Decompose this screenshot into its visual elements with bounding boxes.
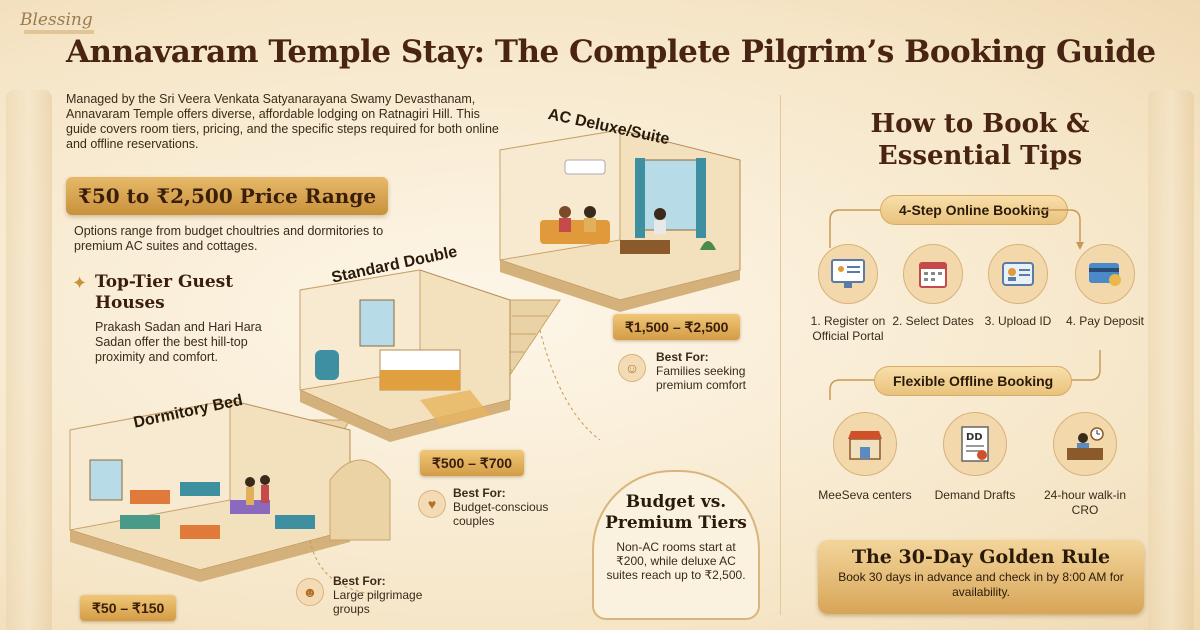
step-upload-id: 3. Upload ID [975,244,1061,329]
calendar-icon [903,244,963,304]
group-icon: ☻ [296,578,324,606]
step-label: 2. Select Dates [892,314,974,328]
best-for-standard-double: Best For: Budget-conscious couples [453,486,573,528]
brand-logo: Blessing [20,10,93,30]
credit-card-icon [1075,244,1135,304]
intro-text: Managed by the Sri Veera Venkata Satyana… [66,92,499,151]
step-pay-deposit: 4. Pay Deposit [1062,244,1148,329]
id-card-icon [988,244,1048,304]
best-for-heading: Best For: [453,486,506,500]
computer-icon [818,244,878,304]
step-select-dates: 2. Select Dates [890,244,976,329]
offline-booking-pill: Flexible Offline Booking [874,366,1073,396]
step-label: 3. Upload ID [984,314,1052,328]
best-for-ac-deluxe: Best For: Families seeking premium comfo… [656,350,766,392]
brand-underline [24,30,94,34]
offline-label: Demand Drafts [934,488,1016,502]
offline-demand-drafts: DD Demand Drafts [925,412,1025,503]
decorative-pillar-left [6,90,52,630]
offline-label: MeeSeva centers [818,488,912,502]
price-tag-ac-deluxe: ₹1,500 – ₹2,500 [613,314,741,340]
step-label: 1. Register on Official Portal [810,314,886,343]
offline-walk-in-cro: 24-hour walk-in CRO [1035,412,1135,518]
document-icon: DD [943,412,1007,476]
page-title: Annavaram Temple Stay: The Complete Pilg… [66,34,1156,70]
budget-premium-title: Budget vs. Premium Tiers [605,492,747,533]
best-for-dormitory: Best For: Large pilgrimage groups [333,574,453,616]
dormitory-room-illustration [69,399,351,582]
offline-meeseva: MeeSeva centers [815,412,915,503]
sparkle-icon: ✦ [72,273,88,293]
reception-desk-icon [1053,412,1117,476]
flow-connectors [829,209,1101,400]
best-for-heading: Best For: [656,350,709,364]
standard-double-room-illustration [299,269,511,442]
top-tier-title: Top-Tier Guest Houses [95,272,234,313]
price-range-description: Options range from budget choultries and… [74,224,384,253]
rooms-illustration [69,130,741,596]
top-tier-description: Prakash Sadan and Hari Hara Sadan offer … [95,320,262,364]
price-tag-standard-double: ₹500 – ₹700 [420,450,525,476]
price-range-banner: ₹50 to ₹2,500 Price Range [66,177,388,215]
budget-premium-description: Non-AC rooms start at ₹200, while deluxe… [606,540,746,582]
best-for-text: Large pilgrimage groups [333,588,423,616]
heart-hand-icon: ♥ [418,490,446,518]
step-label: 4. Pay Deposit [1065,314,1145,328]
golden-rule-description: Book 30 days in advance and check in by … [838,570,1124,599]
offline-label: 24-hour walk-in CRO [1043,488,1127,517]
best-for-text: Families seeking premium comfort [656,364,747,392]
how-to-book-title: How to Book & Essential Tips [870,109,1090,171]
ac-deluxe-room-illustration [499,130,741,312]
price-tag-dormitory: ₹50 – ₹150 [80,595,177,621]
section-divider [780,95,781,615]
best-for-text: Budget-conscious couples [453,500,549,528]
golden-rule-banner: The 30-Day Golden Rule Book 30 days in a… [818,540,1144,614]
family-icon: ☺ [618,354,646,382]
decorative-pillar-right [1148,90,1194,630]
arch-decoration [329,459,391,541]
budget-premium-card: Budget vs. Premium Tiers Non-AC rooms st… [592,470,760,620]
best-for-heading: Best For: [333,574,386,588]
step-register: 1. Register on Official Portal [805,244,891,344]
storefront-icon [833,412,897,476]
golden-rule-title: The 30-Day Golden Rule [851,546,1111,568]
demand-draft-badge: DD [966,432,983,443]
